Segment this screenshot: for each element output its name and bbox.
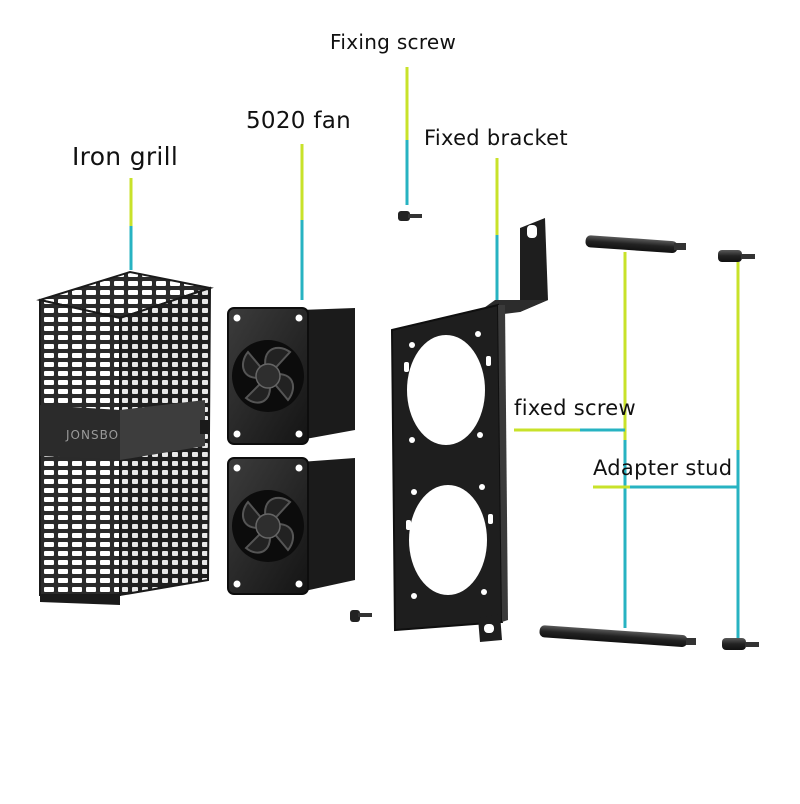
- fan-top-hole-1: [233, 314, 241, 322]
- long-standoff-top: [585, 235, 686, 254]
- grill-band-side: [120, 400, 205, 460]
- fan-bottom-hole-3: [233, 580, 241, 588]
- fan-bottom-hub: [255, 513, 281, 539]
- fan-top-hole-3: [233, 430, 241, 438]
- fixing-screw-top: [398, 211, 422, 221]
- grill-bottom-lip: [40, 595, 120, 605]
- grill-band-front: [40, 405, 120, 460]
- bracket-hook: [520, 218, 548, 312]
- fixing-screw-bottom: [350, 610, 372, 622]
- label-adapter-stud: Adapter stud: [593, 456, 733, 480]
- fan-top-hole-2: [295, 314, 303, 322]
- label-iron-grill: Iron grill: [72, 142, 179, 171]
- fan-top-hole-4: [295, 430, 303, 438]
- bracket-opening-top: [407, 335, 485, 445]
- adapter-stud-bottom: [722, 638, 759, 650]
- fixed-bracket-part: [390, 218, 548, 642]
- long-standoff-bottom: [539, 625, 696, 647]
- label-fixed-bracket: Fixed bracket: [424, 126, 568, 150]
- fan-top: [227, 307, 355, 445]
- fan-top-hub: [255, 363, 281, 389]
- iron-grill-part: [36, 270, 214, 605]
- grill-tab: [200, 420, 208, 434]
- fan-bottom-hole-4: [295, 580, 303, 588]
- fan-bottom-hole-1: [233, 464, 241, 472]
- bracket-opening-bottom: [409, 485, 487, 595]
- label-fixed-screw: fixed screw: [514, 396, 636, 420]
- fan-bottom: [227, 457, 355, 595]
- leader-lines: [129, 67, 740, 640]
- jonsbo-logo: JONSBO: [66, 428, 120, 442]
- label-fixing-screw: Fixing screw: [330, 30, 457, 54]
- fan-bottom-side: [300, 458, 355, 592]
- fan-top-side: [300, 308, 355, 440]
- fan-bottom-hole-2: [295, 464, 303, 472]
- adapter-stud-top: [718, 250, 755, 262]
- label-5020-fan: 5020 fan: [246, 108, 352, 134]
- bracket-hook-slot: [527, 225, 537, 238]
- bracket-plate-edge: [498, 305, 508, 622]
